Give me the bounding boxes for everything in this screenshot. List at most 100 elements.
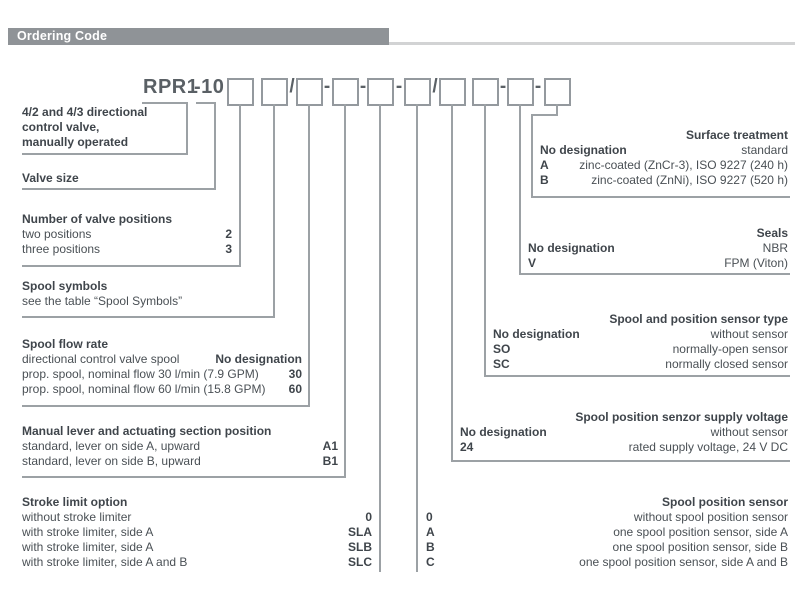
row-code: SLB bbox=[348, 540, 372, 554]
table-row: standard, lever on side A, upward A1 bbox=[22, 439, 338, 454]
valve-type-line3: manually operated bbox=[22, 135, 129, 149]
code-box-1 bbox=[227, 78, 254, 106]
row-label: zinc-coated (ZnNi), ISO 9227 (520 h) bbox=[591, 173, 788, 187]
underline-valve-type bbox=[22, 153, 188, 155]
row-label: three positions bbox=[22, 242, 101, 256]
connector-line-size-drop bbox=[214, 102, 216, 190]
code-separator-slash-1: / bbox=[289, 76, 295, 97]
underline-surface-treatment bbox=[531, 196, 790, 198]
row-code: No designation bbox=[215, 352, 302, 366]
table-row: C one spool position sensor, side A and … bbox=[426, 555, 788, 570]
code-separator-slash-2: / bbox=[432, 76, 438, 97]
code-box-5 bbox=[367, 78, 394, 106]
row-code: A1 bbox=[322, 439, 338, 453]
section-spool-symbols: Spool symbols see the table “Spool Symbo… bbox=[22, 279, 275, 309]
code-box-4 bbox=[332, 78, 359, 106]
code-box-10 bbox=[544, 78, 571, 106]
row-code: No designation bbox=[528, 241, 615, 255]
section-valve-size: Valve size bbox=[22, 171, 222, 186]
table-row: No designation without sensor bbox=[460, 425, 788, 440]
row-code: B bbox=[426, 540, 435, 554]
connector-line-col-7 bbox=[451, 104, 453, 462]
flow-rate-title: Spool flow rate bbox=[22, 337, 109, 351]
row-code: 0 bbox=[365, 510, 372, 524]
connector-line-col-3 bbox=[308, 104, 310, 407]
table-row: with stroke limiter, side A SLA bbox=[22, 525, 372, 540]
table-row: three positions 3 bbox=[22, 242, 232, 257]
seals-title: Seals bbox=[756, 226, 788, 240]
spool-symbols-subtitle: see the table “Spool Symbols” bbox=[22, 294, 183, 308]
table-row: without stroke limiter 0 bbox=[22, 510, 372, 525]
row-code: No designation bbox=[460, 425, 547, 439]
connector-line-col-10-lower bbox=[531, 114, 533, 198]
section-sensor-voltage: Spool position senzor supply voltage No … bbox=[460, 410, 788, 455]
row-label: directional control valve spool bbox=[22, 352, 180, 366]
row-code: A bbox=[540, 158, 549, 172]
section-sensor-type: Spool and position sensor type No design… bbox=[493, 312, 788, 372]
stroke-limit-title: Stroke limit option bbox=[22, 495, 128, 509]
row-code: 2 bbox=[225, 227, 232, 241]
code-separator-dash-1: - bbox=[323, 76, 331, 97]
table-row: two positions 2 bbox=[22, 227, 232, 242]
table-row: No designation without sensor bbox=[493, 327, 788, 342]
connector-line-col-2 bbox=[273, 104, 275, 318]
connector-line-col-6 bbox=[416, 104, 418, 572]
row-code: SO bbox=[493, 342, 511, 356]
connector-line-prefix-underline bbox=[142, 102, 188, 104]
code-separator-dash-2: - bbox=[359, 76, 367, 97]
row-code: B bbox=[540, 173, 549, 187]
underline-sensor-type bbox=[484, 375, 790, 377]
underline-flow-rate bbox=[22, 405, 310, 407]
page-title: Ordering Code bbox=[17, 29, 108, 43]
sensor-voltage-title: Spool position senzor supply voltage bbox=[575, 410, 788, 424]
table-row: No designation NBR bbox=[528, 241, 788, 256]
sensor-type-title: Spool and position sensor type bbox=[609, 312, 788, 326]
table-row: with stroke limiter, side A SLB bbox=[22, 540, 372, 555]
connector-line-size-underline bbox=[196, 102, 216, 104]
table-row: 24 rated supply voltage, 24 V DC bbox=[460, 440, 788, 455]
connector-line-col-1 bbox=[239, 104, 241, 267]
row-label: two positions bbox=[22, 227, 92, 241]
row-label: rated supply voltage, 24 V DC bbox=[628, 440, 788, 454]
table-row: A zinc-coated (ZnCr-3), ISO 9227 (240 h) bbox=[540, 158, 788, 173]
table-row: SC normally closed sensor bbox=[493, 357, 788, 372]
section-position-sensor: Spool position sensor 0 without spool po… bbox=[426, 495, 788, 570]
table-row: B one spool position sensor, side B bbox=[426, 540, 788, 555]
section-flow-rate: Spool flow rate directional control valv… bbox=[22, 337, 302, 397]
underline-positions bbox=[22, 265, 241, 267]
row-label: standard, lever on side B, upward bbox=[22, 454, 201, 468]
row-code: 3 bbox=[225, 242, 232, 256]
code-prefix: RPR1 bbox=[143, 76, 199, 98]
row-label: FPM (Viton) bbox=[724, 256, 788, 270]
row-label: standard, lever on side A, upward bbox=[22, 439, 201, 453]
lever-title: Manual lever and actuating section posit… bbox=[22, 424, 272, 438]
position-sensor-title: Spool position sensor bbox=[661, 495, 788, 509]
connector-line-col-9 bbox=[519, 104, 521, 275]
row-label: with stroke limiter, side A bbox=[22, 525, 154, 539]
row-label: one spool position sensor, side B bbox=[612, 540, 788, 554]
code-box-7 bbox=[439, 78, 466, 106]
row-code: No designation bbox=[493, 327, 580, 341]
table-row: V FPM (Viton) bbox=[528, 256, 788, 271]
connector-line-col-10-upper bbox=[556, 104, 558, 116]
code-box-6 bbox=[404, 78, 431, 106]
table-row: with stroke limiter, side A and B SLC bbox=[22, 555, 372, 570]
code-separator-dash-4: - bbox=[499, 76, 507, 97]
row-label: one spool position sensor, side A and B bbox=[579, 555, 788, 569]
connector-line-col-10-jog bbox=[531, 114, 558, 116]
row-code: SLA bbox=[348, 525, 372, 539]
section-surface-treatment: Surface treatment No designation standar… bbox=[540, 128, 788, 188]
spool-symbols-title: Spool symbols bbox=[22, 279, 108, 293]
code-box-3 bbox=[296, 78, 323, 106]
connector-line-prefix-drop bbox=[186, 102, 188, 155]
code-box-9 bbox=[507, 78, 534, 106]
row-code: B1 bbox=[322, 454, 338, 468]
section-lever: Manual lever and actuating section posit… bbox=[22, 424, 338, 469]
table-row: No designation standard bbox=[540, 143, 788, 158]
row-code: V bbox=[528, 256, 537, 270]
row-label: zinc-coated (ZnCr-3), ISO 9227 (240 h) bbox=[579, 158, 788, 172]
row-code: 60 bbox=[288, 382, 302, 396]
row-label: normally-open sensor bbox=[672, 342, 788, 356]
row-code: 30 bbox=[288, 367, 302, 381]
